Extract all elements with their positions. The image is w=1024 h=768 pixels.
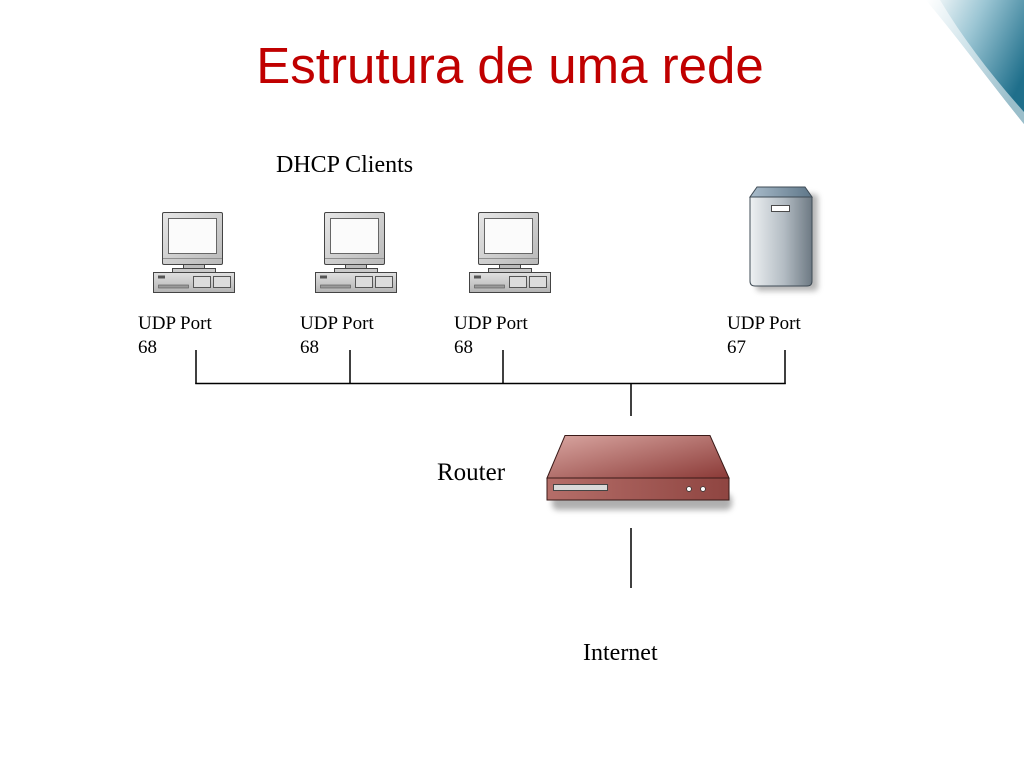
computer-icon xyxy=(153,212,235,293)
port-label-text: UDP Port xyxy=(454,313,528,334)
port-number-text: 67 xyxy=(727,337,746,358)
dhcp-clients-heading: DHCP Clients xyxy=(276,152,414,178)
port-label-text: UDP Port xyxy=(138,313,212,334)
router-icon xyxy=(546,435,732,510)
port-label-text: UDP Port xyxy=(300,313,374,334)
internet-label: Internet xyxy=(583,640,658,666)
computer-icon xyxy=(315,212,397,293)
slide-title: Estrutura de uma rede xyxy=(256,37,764,94)
port-number-text: 68 xyxy=(300,337,319,358)
client-2-port-label: UDP Port 68 xyxy=(300,312,374,360)
router-label: Router xyxy=(437,459,506,486)
port-label-text: UDP Port xyxy=(727,313,801,334)
client-3-port-label: UDP Port 68 xyxy=(454,312,528,360)
corner-swoosh-highlight xyxy=(926,0,1024,124)
server-icon xyxy=(749,186,818,291)
client-1-port-label: UDP Port 68 xyxy=(138,312,212,360)
network-bus-lines xyxy=(195,350,786,588)
computer-icon xyxy=(469,212,551,293)
port-number-text: 68 xyxy=(454,337,473,358)
port-number-text: 68 xyxy=(138,337,157,358)
server-port-label: UDP Port 67 xyxy=(727,312,801,360)
